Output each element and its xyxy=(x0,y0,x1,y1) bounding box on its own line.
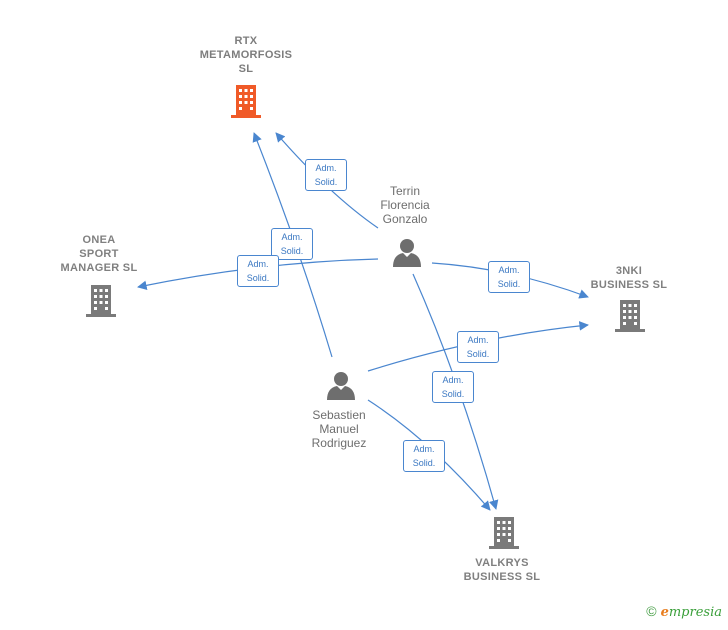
edge-label: Adm. Solid. xyxy=(237,255,279,287)
brand-footer: ©empresia xyxy=(646,603,722,620)
company-label-3nki[interactable]: 3NKI BUSINESS SL xyxy=(590,265,668,291)
building-icon[interactable] xyxy=(489,517,519,549)
edges xyxy=(137,132,589,511)
person-label-terrin[interactable]: Terrin Florencia Gonzalo xyxy=(380,184,430,226)
edge-label: Adm. Solid. xyxy=(403,440,445,472)
edge-label: Adm. Solid. xyxy=(457,331,499,363)
person-icon[interactable] xyxy=(393,239,421,267)
building-icon[interactable] xyxy=(86,285,116,317)
person-icon[interactable] xyxy=(327,372,355,400)
brand-logo-initial: e xyxy=(660,605,669,620)
building-icon[interactable] xyxy=(615,300,645,332)
edge-label: Adm. Solid. xyxy=(432,371,474,403)
edge-label: Adm. Solid. xyxy=(488,261,530,293)
brand-logo-text: mpresia xyxy=(668,605,722,620)
edge-label: Adm. Solid. xyxy=(305,159,347,191)
person-label-sebastien[interactable]: Sebastien Manuel Rodriguez xyxy=(311,408,367,450)
copyright-icon: © xyxy=(646,603,657,619)
company-label-rtx[interactable]: RTX METAMORFOSIS SL xyxy=(199,35,293,75)
company-label-valkrys[interactable]: VALKRYS BUSINESS SL xyxy=(463,557,541,583)
edge-label: Adm. Solid. xyxy=(271,228,313,260)
company-label-onea[interactable]: ONEA SPORT MANAGER SL xyxy=(60,234,138,274)
building-icon[interactable] xyxy=(231,85,261,118)
